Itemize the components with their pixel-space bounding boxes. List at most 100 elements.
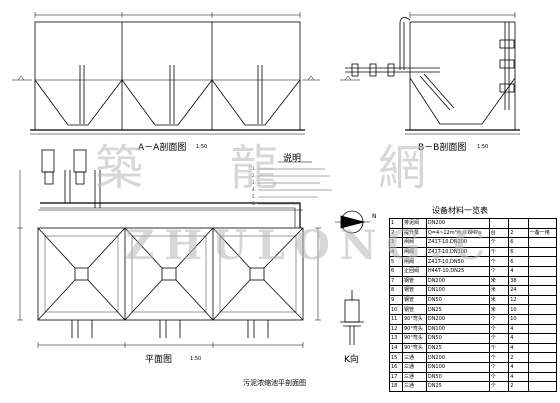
table-cell-unit: 米 (488, 285, 510, 296)
table-cell-no: 10 (389, 304, 403, 315)
table-cell-no: 14 (389, 342, 403, 354)
table-cell-note (527, 371, 558, 383)
table-cell-qty: 2 (508, 352, 529, 363)
table-cell-spec: DN50 (425, 333, 490, 344)
table-cell-no: 13 (389, 333, 403, 344)
table-cell-name: 钢管 (402, 275, 427, 287)
table-cell-spec: DN25 (425, 304, 490, 315)
table-cell-no: 7 (389, 275, 403, 287)
table-cell-note (527, 237, 558, 248)
table-cell-spec: DN100 (425, 323, 490, 335)
table-cell-qty: 38 (508, 275, 529, 287)
table-cell-no: 17 (389, 371, 403, 383)
table-cell-note (527, 381, 558, 392)
plan-title: 平面图 (145, 355, 173, 365)
table-cell-name: 90°弯头 (402, 323, 427, 335)
table-cell-qty: 24 (508, 285, 529, 296)
table-cell-qty: 12 (508, 294, 529, 306)
table-cell-note (527, 361, 558, 373)
table-cell-note (527, 333, 558, 344)
table-cell-name: 三通 (402, 352, 427, 363)
table-cell-qty: 6 (508, 256, 529, 267)
table-cell-qty (508, 218, 529, 229)
table-cell-qty: 4 (508, 323, 529, 335)
k-detail-drawing (340, 290, 364, 345)
table-cell-note (527, 323, 558, 335)
table-cell-note (527, 352, 558, 363)
table-cell-spec: DN50 (425, 371, 490, 383)
table-cell-name: 钢管 (402, 285, 427, 296)
notes-title: 说明 (283, 154, 302, 164)
note-line: 5. (252, 194, 256, 199)
note-line: 6. (252, 201, 256, 206)
table-cell-spec: DN200 (425, 352, 490, 363)
table-cell-unit: 个 (488, 342, 510, 354)
table-cell-qty: 2 (508, 381, 529, 392)
table-cell-unit: 米 (488, 294, 510, 306)
section-bb-drawing (340, 12, 520, 135)
table-cell-note (527, 265, 558, 277)
k-view-title: K向 (344, 355, 359, 365)
table-cell-note (527, 285, 558, 296)
table-cell-qty: 6 (508, 246, 529, 258)
table-cell-note (527, 313, 558, 325)
table-cell-qty: 4 (508, 265, 529, 277)
table-cell-name: 90°弯头 (402, 313, 427, 325)
north-label: N (372, 213, 377, 220)
table-cell-qty: 6 (508, 237, 529, 248)
table-cell-note (527, 294, 558, 306)
table-cell-qty: 4 (508, 333, 529, 344)
table-cell-note (527, 218, 558, 229)
table-cell-note (527, 275, 558, 287)
note-line: 1. (252, 166, 256, 171)
table-cell-spec: DN50 (425, 294, 490, 306)
table-cell-qty: 10 (508, 304, 529, 315)
watermark-char: 網 (378, 140, 427, 196)
table-cell-spec: DN100 (425, 285, 490, 296)
table-cell-unit: 个 (488, 361, 510, 373)
table-cell-qty: 10 (508, 313, 529, 325)
notes-list: 1. 2. 3. 4. 5. 6. (252, 166, 332, 208)
plan-drawing (17, 149, 321, 348)
table-cell-no: 18 (389, 381, 403, 392)
table-cell-name: 三通 (402, 361, 427, 373)
table-cell-name: 三通 (402, 371, 427, 383)
note-line: 2. (252, 173, 256, 178)
watermark-char: 龍 (230, 140, 279, 196)
table-cell-no: 15 (389, 352, 403, 363)
table-cell-no: 16 (389, 361, 403, 373)
table-cell-note (527, 246, 558, 258)
table-cell-unit: 米 (488, 304, 510, 315)
table-cell-name: 90°弯头 (402, 342, 427, 354)
table-cell-spec: DN25 (425, 342, 490, 354)
table-cell-name: 钢管 (402, 304, 427, 315)
table-cell-note (527, 342, 558, 354)
table-cell-name: 钢管 (402, 294, 427, 306)
table-cell-note: 一备一用 (527, 227, 558, 239)
watermark-char: 築 (95, 140, 144, 196)
materials-table-title: 设备材料一览表 (432, 206, 488, 215)
table-cell-spec: DN100 (425, 361, 490, 373)
table-cell-spec: DN25 (425, 381, 490, 392)
table-cell-name: 三通 (402, 381, 427, 392)
note-line: 4. (252, 187, 256, 192)
table-cell-unit: 个 (488, 352, 510, 363)
table-cell-unit: 个 (488, 371, 510, 383)
table-cell-qty: 2 (508, 227, 529, 239)
table-cell-qty: 4 (508, 361, 529, 373)
